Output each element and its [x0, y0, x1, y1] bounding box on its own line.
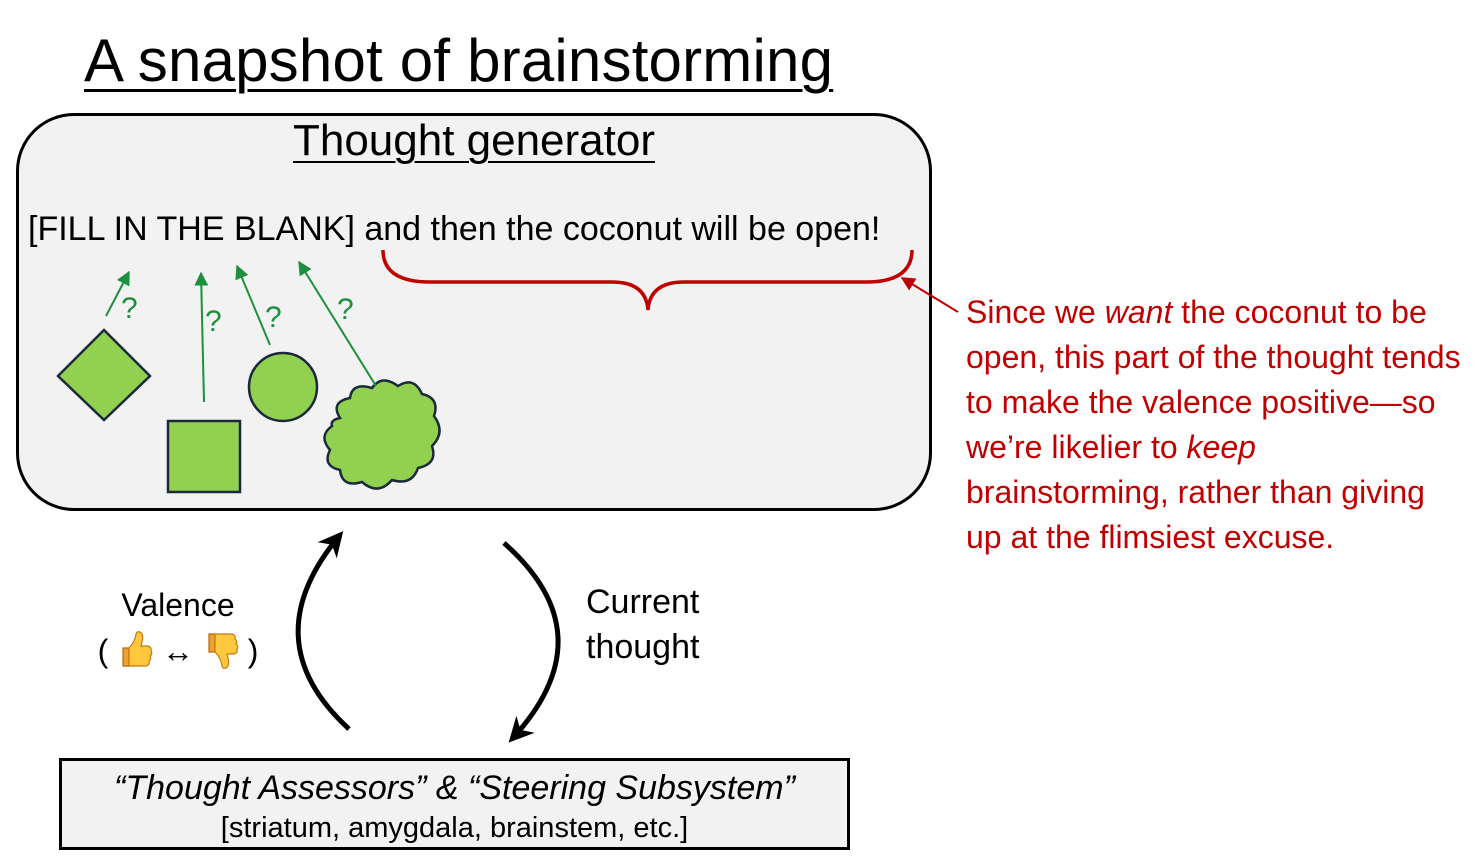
diamond-shape: [56, 328, 152, 422]
question-mark-2: ?: [205, 305, 222, 338]
thumbs-up-icon: [122, 631, 153, 667]
thumbs-down-icon: [208, 633, 239, 669]
green-arrow-square: [194, 271, 209, 403]
question-mark-4: ?: [337, 293, 354, 326]
thought-assessors-title: “Thought Assessors” & “Steering Subsyste…: [114, 769, 795, 807]
thought-assessors-subtitle: [striatum, amygdala, brainstem, etc.]: [220, 812, 689, 844]
thought-assessors-box: “Thought Assessors” & “Steering Subsyste…: [59, 758, 850, 850]
fill-in-blank-text: [FILL IN THE BLANK]: [28, 210, 355, 248]
current-thought-label: Current thought: [586, 580, 699, 670]
cloud-shape: [323, 379, 441, 490]
annotation-emphasis-want: want: [1104, 294, 1173, 330]
page-title: A snapshot of brainstorming: [84, 27, 834, 94]
circle-shape: [247, 351, 319, 423]
curly-brace: [381, 249, 914, 311]
annotation-emphasis-keep: keep: [1186, 429, 1256, 465]
question-mark-3: ?: [265, 301, 282, 334]
valence-scale: ( ↔ ): [78, 630, 278, 670]
annotation-part-1: Since we: [966, 294, 1105, 330]
valence-label: Valence: [121, 587, 235, 623]
valence-feedback-arrow: [295, 531, 351, 731]
coconut-open-text: and then the coconut will be open!: [354, 210, 881, 248]
square-shape: [166, 419, 242, 494]
annotation-pointer-arrow: [900, 277, 959, 313]
annotation-part-3: brainstorming, rather than giving up at …: [966, 474, 1425, 555]
annotation-text: Since we want the coconut to be open, th…: [966, 290, 1466, 560]
close-paren: ): [247, 633, 259, 669]
green-arrow-cloud: [298, 260, 377, 387]
current-thought-arrow: [502, 541, 561, 743]
current-thought-line-2: thought: [586, 628, 700, 666]
bidirectional-arrow: ↔: [162, 633, 194, 669]
green-arrow-diamond: [105, 270, 130, 317]
green-arrow-circle: [235, 264, 271, 346]
open-paren: (: [97, 633, 109, 669]
current-thought-line-1: Current: [586, 583, 700, 621]
annotation-part-2: the coconut to be open, this part of the…: [966, 294, 1461, 465]
thought-text: [FILL IN THE BLANK] and then the coconut…: [28, 210, 880, 249]
question-mark-1: ?: [121, 292, 138, 325]
thought-generator-title: Thought generator: [292, 116, 656, 165]
